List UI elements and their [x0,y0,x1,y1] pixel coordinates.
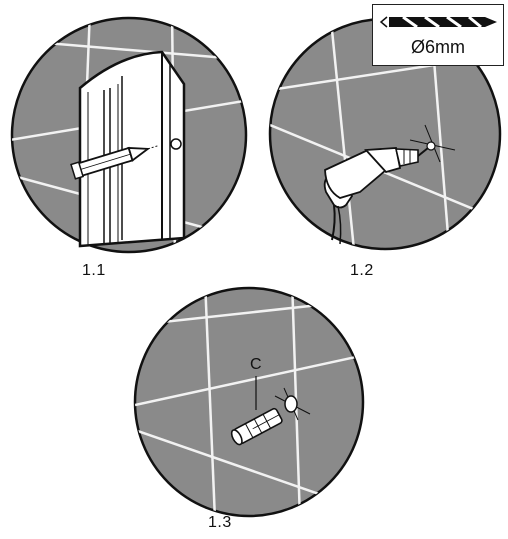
drill-bit-icon [379,15,497,29]
step-label-1-1: 1.1 [82,262,106,279]
hole-mark-2 [426,141,436,151]
drill-icon [323,147,429,245]
hole-mark-3 [284,395,298,413]
drill-bit-size: Ø6mm [411,37,465,57]
step-1-1-illustration [10,16,248,254]
step-label-1-2: 1.2 [350,262,374,279]
step-label-1-3: 1.3 [208,514,232,531]
drill-bit-legend: Ø6mm [372,4,504,66]
part-callout-label: C [250,356,262,373]
hole-mark-1 [170,138,182,150]
wall-circle-3 [133,286,365,518]
pencil-mark-icon [70,144,160,180]
step-1-3-illustration [133,286,365,518]
wall-plug-icon [230,407,283,446]
